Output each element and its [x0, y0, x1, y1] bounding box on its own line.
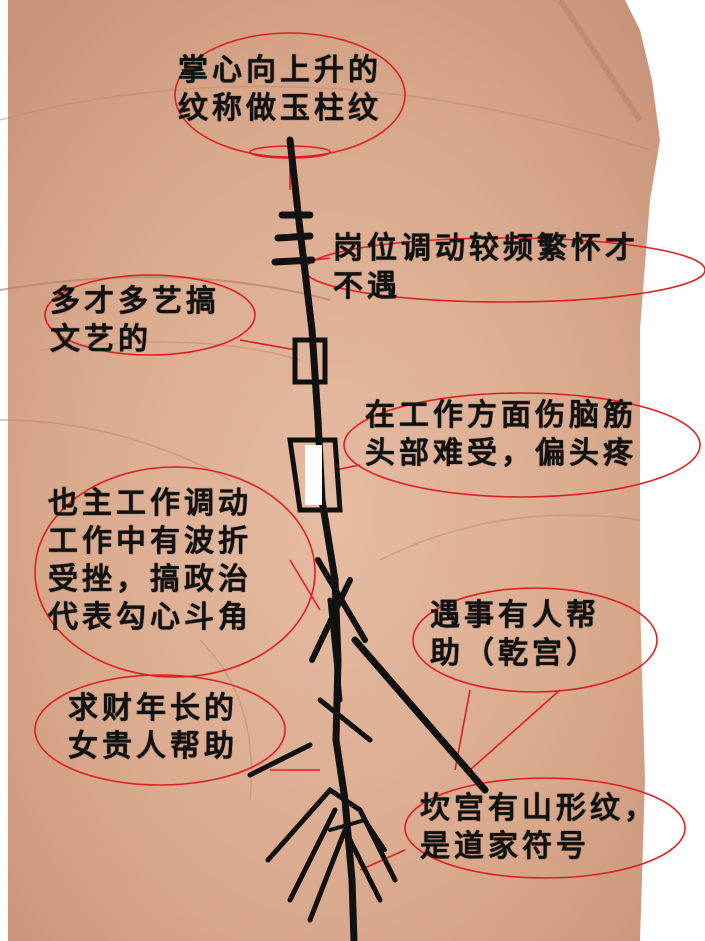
- annotation-line: 在工作方面伤脑筋: [365, 397, 637, 435]
- annotation-job: 岗位调动较频繁怀才 不遇: [333, 230, 639, 306]
- annotation-line: 女贵人帮助: [68, 728, 238, 766]
- annotation-line: 纹称做玉柱纹: [178, 90, 382, 128]
- annotation-top: 掌心向上升的 纹称做玉柱纹: [178, 52, 382, 128]
- annotation-brain: 在工作方面伤脑筋 头部难受，偏头疼: [365, 397, 637, 473]
- annotation-line: 是道家符号: [420, 828, 658, 866]
- annotation-line: 多才多艺搞: [50, 283, 220, 321]
- annotation-line: 头部难受，偏头疼: [365, 435, 637, 473]
- annotation-line: 工作中有波折: [48, 523, 252, 561]
- annotation-help: 遇事有人帮 助（乾宫）: [430, 597, 600, 673]
- annotation-line: 求财年长的: [68, 690, 238, 728]
- annotation-line: 不遇: [333, 268, 639, 306]
- annotation-line: 掌心向上升的: [178, 52, 382, 90]
- annotation-line: 岗位调动较频繁怀才: [333, 230, 639, 268]
- annotation-wealth: 求财年长的 女贵人帮助: [68, 690, 238, 766]
- annotation-line: 坎宫有山形纹，: [420, 790, 658, 828]
- annotation-work: 也主工作调动 工作中有波折 受挫，搞政治 代表勾心斗角: [48, 485, 252, 637]
- annotation-line: 遇事有人帮: [430, 597, 600, 635]
- annotation-arts: 多才多艺搞 文艺的: [50, 283, 220, 359]
- annotation-line: 受挫，搞政治: [48, 561, 252, 599]
- annotation-line: 也主工作调动: [48, 485, 252, 523]
- annotation-line: 代表勾心斗角: [48, 599, 252, 637]
- annotation-line: 文艺的: [50, 321, 220, 359]
- annotation-kan: 坎宫有山形纹， 是道家符号: [420, 790, 658, 866]
- annotation-line: 助（乾宫）: [430, 635, 600, 673]
